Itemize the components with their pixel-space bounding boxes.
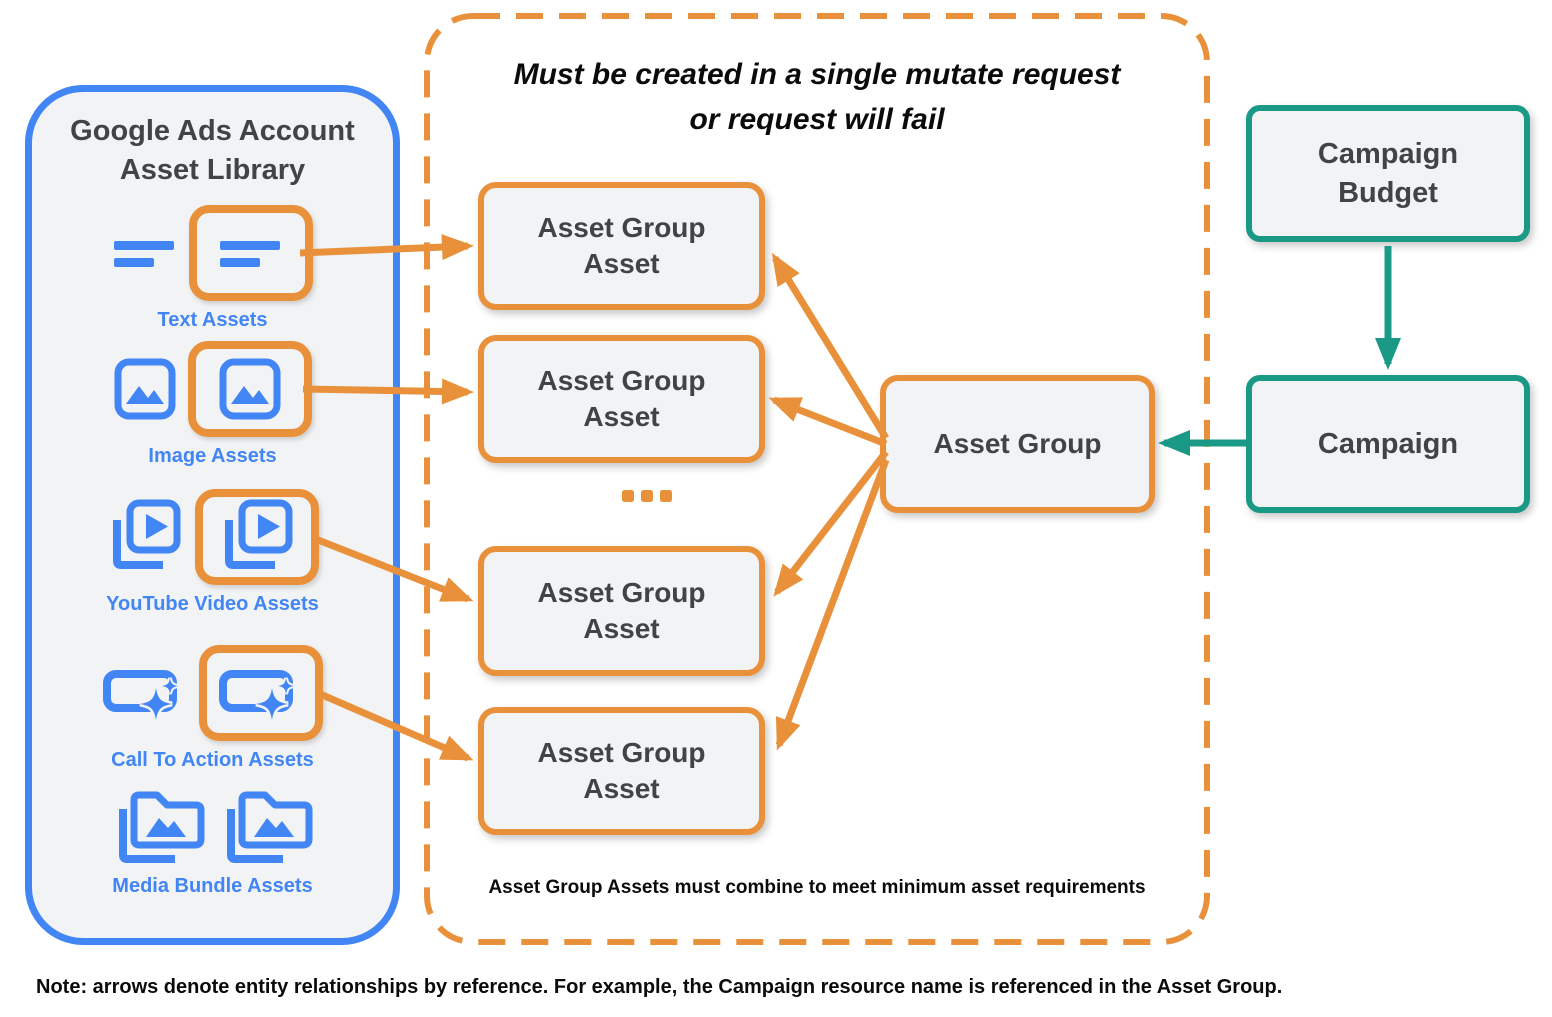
asset-group-asset-box-3: Asset Group Asset — [478, 546, 765, 676]
mutate-request-title-line1: Must be created in a single mutate reque… — [513, 58, 1121, 91]
asset-group-box: Asset Group — [880, 375, 1155, 513]
youtube-video-asset-icon — [219, 499, 295, 575]
asset-group-asset-4-line2: Asset — [583, 773, 660, 804]
selected-image-asset-outline — [187, 341, 312, 437]
selected-youtube-asset-outline — [194, 489, 319, 585]
asset-library-panel — [25, 85, 400, 945]
selected-cta-asset-outline — [198, 645, 323, 741]
asset-group-asset-1-line1: Asset Group — [537, 212, 706, 243]
asset-group-asset-box-1: Asset Group Asset — [478, 182, 765, 310]
ellipsis-dot — [641, 490, 653, 502]
image-assets-icons — [114, 341, 312, 437]
asset-row-youtube-assets: YouTube Video Assets — [25, 489, 400, 616]
library-title-line2: Asset Library — [119, 154, 306, 186]
cta-assets-icons — [102, 645, 323, 741]
text-assets-label: Text Assets — [157, 309, 268, 331]
arrow-asset-group-to-aga2 — [768, 396, 888, 448]
media-bundle-asset-icon — [113, 783, 205, 867]
campaign-budget-box: Campaign Budget — [1246, 105, 1530, 242]
text-assets-icons — [113, 205, 313, 301]
asset-group-asset-1-line2: Asset — [583, 248, 660, 279]
campaign-label: Campaign — [1317, 427, 1459, 460]
minimum-requirements-footnote: Asset Group Assets must combine to meet … — [488, 877, 1146, 898]
ellipsis-dots — [622, 490, 672, 502]
library-title-line1: Google Ads Account — [70, 115, 355, 147]
call-to-action-asset-icon — [102, 664, 187, 722]
asset-group-asset-box-2: Asset Group Asset — [478, 335, 765, 463]
media-bundle-asset-icon — [221, 783, 313, 867]
ellipsis-dot — [660, 490, 672, 502]
asset-row-text-assets: Text Assets — [25, 205, 400, 332]
youtube-assets-icons — [107, 489, 319, 585]
asset-group-label: Asset Group — [933, 428, 1102, 459]
asset-group-asset-2-line1: Asset Group — [537, 365, 706, 396]
campaign-budget-line1: Campaign — [1317, 137, 1459, 170]
media-bundle-assets-label: Media Bundle Assets — [112, 875, 313, 897]
asset-row-cta-assets: Call To Action Assets — [25, 645, 400, 772]
media-bundle-icons — [113, 783, 313, 867]
asset-group-asset-2-line2: Asset — [583, 401, 660, 432]
campaign-box: Campaign — [1246, 375, 1530, 513]
asset-group-asset-3-line2: Asset — [583, 613, 660, 644]
arrow-asset-group-to-aga4 — [775, 458, 890, 751]
arrow-asset-group-to-aga1 — [771, 252, 889, 440]
text-asset-icon — [219, 228, 283, 278]
campaign-budget-line2: Budget — [1338, 176, 1438, 209]
selected-text-asset-outline — [188, 205, 313, 301]
mutate-request-title-line2: or request will fail — [689, 103, 945, 136]
asset-group-asset-box-4: Asset Group Asset — [478, 707, 765, 835]
mutate-request-title: Must be created in a single mutate reque… — [427, 52, 1207, 142]
asset-group-asset-3-line1: Asset Group — [537, 577, 706, 608]
library-title: Google Ads Account Asset Library — [25, 112, 400, 190]
youtube-assets-label: YouTube Video Assets — [106, 593, 319, 615]
asset-row-media-bundle-assets: Media Bundle Assets — [25, 783, 400, 898]
call-to-action-asset-icon — [218, 664, 303, 722]
ellipsis-dot — [622, 490, 634, 502]
reference-note: Note: arrows denote entity relationships… — [36, 976, 1283, 998]
asset-row-image-assets: Image Assets — [25, 341, 400, 468]
asset-group-asset-4-line1: Asset Group — [537, 737, 706, 768]
text-asset-icon — [113, 228, 177, 278]
youtube-video-asset-icon — [107, 499, 183, 575]
image-asset-icon — [114, 358, 176, 420]
cta-assets-label: Call To Action Assets — [111, 749, 314, 771]
image-asset-icon — [219, 358, 281, 420]
arrow-asset-group-to-aga3 — [773, 449, 889, 597]
image-assets-label: Image Assets — [148, 445, 277, 467]
